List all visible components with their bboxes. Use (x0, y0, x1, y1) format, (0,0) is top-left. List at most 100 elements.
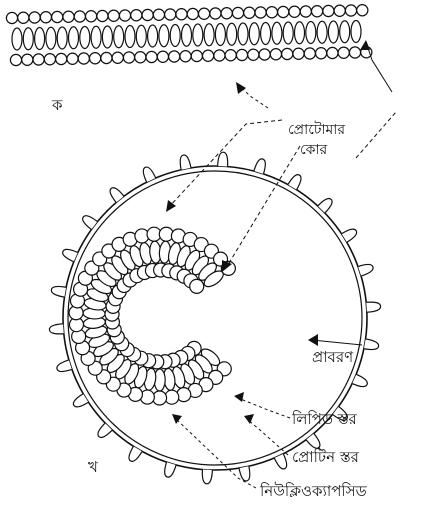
strand-bead-bottom (304, 48, 315, 59)
strand-bead-top (40, 12, 51, 23)
panel-a-letter: ক (51, 96, 63, 114)
strand-subunit (46, 27, 56, 49)
envelope-label: প্রাবরণ (312, 348, 354, 366)
envelope-spike (218, 152, 228, 166)
arrowhead-capsomere-1 (166, 200, 176, 212)
strand-subunit (125, 26, 135, 48)
strand-subunit (238, 23, 248, 45)
strand-subunit (80, 27, 90, 49)
leader-protein (248, 420, 288, 455)
strand-bead-top (323, 5, 334, 16)
strand-subunit (148, 25, 158, 47)
strand-bead-top (187, 8, 198, 19)
strand-bead-bottom (157, 51, 168, 62)
strand-subunit (328, 21, 338, 43)
strand-bead-top (278, 6, 289, 17)
panel-b-letter: খ (88, 458, 99, 476)
strand-bead-bottom (203, 50, 214, 61)
coiled-nucleocapsid (69, 227, 235, 405)
envelope-spike (73, 394, 88, 407)
strand-bead-top (63, 11, 74, 22)
strand-bead-top (29, 12, 40, 23)
lipid-layer-label: লিপিড স্তর (291, 410, 358, 428)
strand-subunit (136, 25, 146, 47)
strand-bead-top (199, 8, 210, 19)
envelope-spike (110, 188, 124, 203)
strand-bead-top (357, 5, 368, 16)
strand-bead-top (18, 12, 29, 23)
strand-bead-top (334, 5, 345, 16)
strand-bead-bottom (56, 53, 67, 64)
strand-subunit (57, 27, 67, 49)
strand-bead-bottom (146, 51, 157, 62)
leader-capsomere-extra (356, 112, 396, 158)
strand-bead-top (210, 8, 221, 19)
arrowhead-nucleocapsid (172, 414, 182, 424)
strand-bead-bottom (236, 49, 247, 60)
envelope-spike (366, 302, 380, 312)
strand-bead-top (244, 7, 255, 18)
strand-subunit (23, 28, 33, 50)
strand-bead-bottom (349, 47, 360, 58)
strand-bead-bottom (259, 49, 270, 60)
arrowhead-lipid (234, 392, 244, 402)
strand-subunit (227, 23, 237, 45)
strand-bead-top (221, 8, 232, 19)
strand-bead-top (345, 5, 356, 16)
strand-bead-bottom (33, 54, 44, 65)
envelope-spike (288, 175, 301, 190)
envelope-spike (180, 155, 191, 170)
strand-subunit (12, 28, 22, 50)
strand-subunit (102, 26, 112, 48)
envelope-spike (63, 249, 78, 261)
coil-bead-inner (190, 279, 204, 293)
capsomere-label-line2: কোর (300, 142, 328, 158)
arrowhead-strand-bottom (236, 82, 246, 94)
strand-bead-bottom (293, 48, 304, 59)
strand-subunit (295, 22, 305, 44)
strand-subunit (159, 25, 169, 47)
strand-bead-top (165, 9, 176, 20)
strand-bead-bottom (135, 52, 146, 63)
strand-subunit (283, 22, 293, 44)
strand-bead-bottom (22, 54, 33, 65)
envelope-spike (83, 216, 98, 230)
strand-subunit (351, 21, 361, 43)
envelope-spike (202, 470, 212, 484)
strand-bead-bottom (180, 51, 191, 62)
strand-subunit (249, 23, 259, 45)
envelope-spike (129, 446, 142, 461)
strand-bead-bottom (225, 50, 236, 61)
leader-envelope (312, 340, 362, 345)
strand-bead-top (176, 9, 187, 20)
strand-subunit (317, 21, 327, 43)
nucleocapsid-label: নিউক্লিওক্যাপসিড (259, 482, 368, 500)
strand-bead-bottom (282, 48, 293, 59)
strand-bead-bottom (112, 52, 123, 63)
arrowhead-protein (244, 414, 254, 424)
envelope-spike (51, 286, 66, 297)
strand-bead-top (232, 7, 243, 18)
strand-bead-bottom (44, 54, 55, 65)
strand-bead-bottom (214, 50, 225, 61)
strand-bead-top (142, 9, 153, 20)
strand-bead-top (289, 6, 300, 17)
strand-subunit (35, 28, 45, 50)
envelope-spike (318, 198, 332, 212)
envelope-spike (306, 434, 320, 449)
strand-bead-bottom (338, 47, 349, 58)
strand-bead-bottom (248, 49, 259, 60)
strand-bead-bottom (10, 54, 21, 65)
strand-bead-bottom (123, 52, 134, 63)
strand-subunit (215, 24, 225, 46)
strand-bead-top (153, 9, 164, 20)
strand-subunit (340, 21, 350, 43)
envelope-spike (342, 229, 357, 242)
strand-bead-top (300, 6, 311, 17)
strand-bead-top (255, 7, 266, 18)
envelope-spike (364, 339, 379, 350)
strand-bead-bottom (270, 49, 281, 60)
strand-bead-top (108, 10, 119, 21)
strand-bead-bottom (316, 48, 327, 59)
